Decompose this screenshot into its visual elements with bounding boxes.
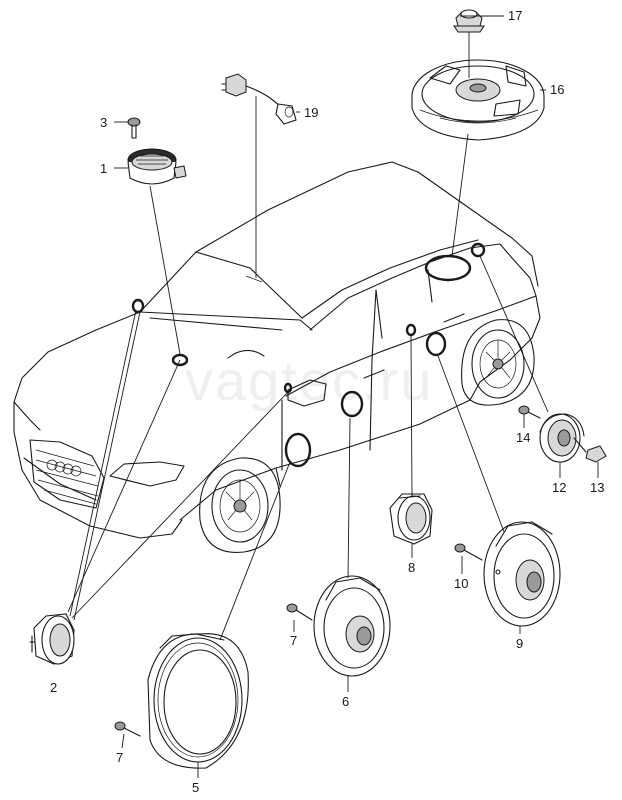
callout-12: 12 [552, 480, 566, 495]
car-body [13, 161, 541, 553]
leader-lines [67, 15, 599, 778]
callout-13: 13 [590, 480, 604, 495]
callout-6: 6 [342, 694, 349, 709]
callout-8: 8 [408, 560, 415, 575]
part-7-screw-upper [286, 603, 313, 621]
part-8-speaker [389, 493, 433, 545]
callout-5: 5 [192, 780, 199, 795]
callout-17: 17 [508, 8, 522, 23]
callout-7-upper: 7 [290, 633, 297, 648]
part-12-speaker [539, 413, 585, 463]
part-5-woofer [147, 633, 249, 769]
part-14-screw [518, 405, 541, 419]
part-6-woofer [313, 575, 391, 677]
callout-3: 3 [100, 115, 107, 130]
callout-14: 14 [516, 430, 530, 445]
part-16-subwoofer [411, 59, 545, 141]
callout-2: 2 [50, 680, 57, 695]
callout-16: 16 [550, 82, 564, 97]
callout-7-lower: 7 [116, 750, 123, 765]
part-9-woofer [483, 521, 561, 627]
part-7-screw-lower [114, 721, 141, 737]
part-1-tweeter [127, 148, 187, 185]
part-17-nut [453, 9, 485, 33]
part-2-speaker [29, 613, 75, 665]
part-10-screw [454, 543, 483, 561]
part-19-cable [221, 73, 297, 125]
part-3-screw [127, 117, 141, 139]
callout-19: 19 [304, 105, 318, 120]
callout-1: 1 [100, 161, 107, 176]
part-13-clip [573, 437, 607, 463]
callout-10: 10 [454, 576, 468, 591]
callouts: 17 16 19 3 1 2 5 6 7 7 8 9 10 12 13 14 [50, 8, 604, 795]
callout-9: 9 [516, 636, 523, 651]
